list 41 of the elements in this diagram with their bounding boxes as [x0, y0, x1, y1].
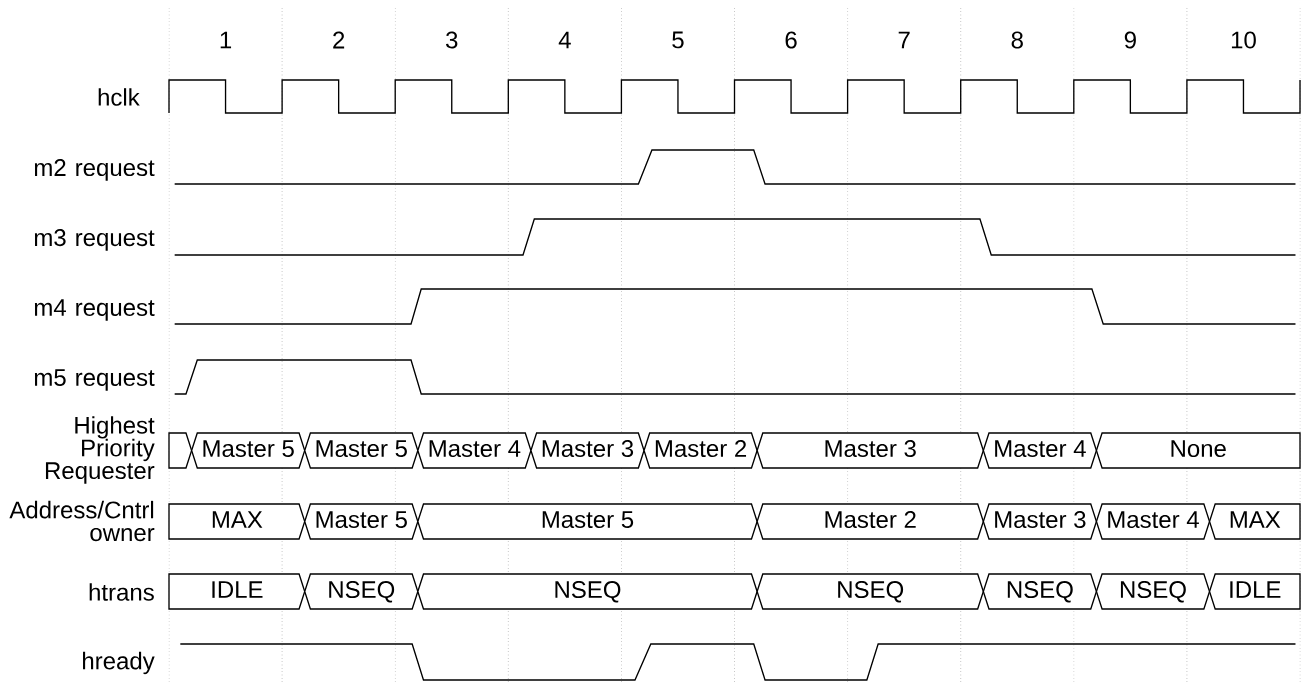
cycle-number: 3	[446, 31, 458, 49]
bus-segment: Master 2	[643, 432, 758, 469]
cycle-number: 4	[558, 31, 571, 49]
signal-name: m2 request	[34, 159, 155, 181]
bus-segment: Master 2	[756, 503, 985, 540]
cycle-number: 1	[220, 31, 232, 49]
signal-name: hclk	[98, 88, 140, 106]
cycle-number: 8	[1011, 31, 1023, 49]
signal-name: hready	[83, 651, 155, 675]
bus-segment: Master 5	[304, 503, 419, 540]
bus-segment: MAX	[168, 503, 306, 540]
bus-segment: Master 5	[417, 503, 758, 540]
signal-name: Address/Cntrl owner	[9, 500, 155, 542]
bus-segment: Master 4	[1095, 503, 1211, 540]
signal-name: m5 request	[34, 369, 155, 391]
bus-segment: Master 4	[982, 432, 1098, 469]
cycle-number: 9	[1124, 31, 1136, 49]
bus-segment: IDLE	[1208, 573, 1301, 610]
bus-segment: NSEQ	[756, 573, 985, 610]
bus-segment: NSEQ	[417, 573, 758, 610]
bus-segment: Master 4	[417, 432, 532, 469]
bus-segment: Master 3	[756, 432, 985, 469]
bus-segment: NSEQ	[304, 573, 419, 610]
bus-segment: Master 3	[982, 503, 1098, 540]
signal-name: htrans	[89, 583, 154, 601]
signal-name: m3 request	[34, 229, 155, 251]
signal-name: m4 request	[34, 299, 155, 321]
cycle-number: 6	[785, 31, 797, 49]
cycle-number: 5	[672, 31, 684, 49]
bus-segment: MAX	[1208, 503, 1301, 540]
signal-name: Highest Priority Requester	[45, 416, 155, 484]
bus-segment: Master 5	[304, 432, 419, 469]
bus-segment: NSEQ	[1095, 573, 1211, 610]
cycle-number: 2	[333, 31, 345, 49]
cycle-number: 10	[1231, 31, 1256, 49]
bus-segment: None	[1095, 432, 1301, 469]
bus-segment: Master 3	[530, 432, 645, 469]
cycle-number: 7	[898, 31, 910, 49]
bus-segment: IDLE	[168, 573, 306, 610]
bus-segment: NSEQ	[982, 573, 1098, 610]
bus-segment	[168, 432, 193, 469]
